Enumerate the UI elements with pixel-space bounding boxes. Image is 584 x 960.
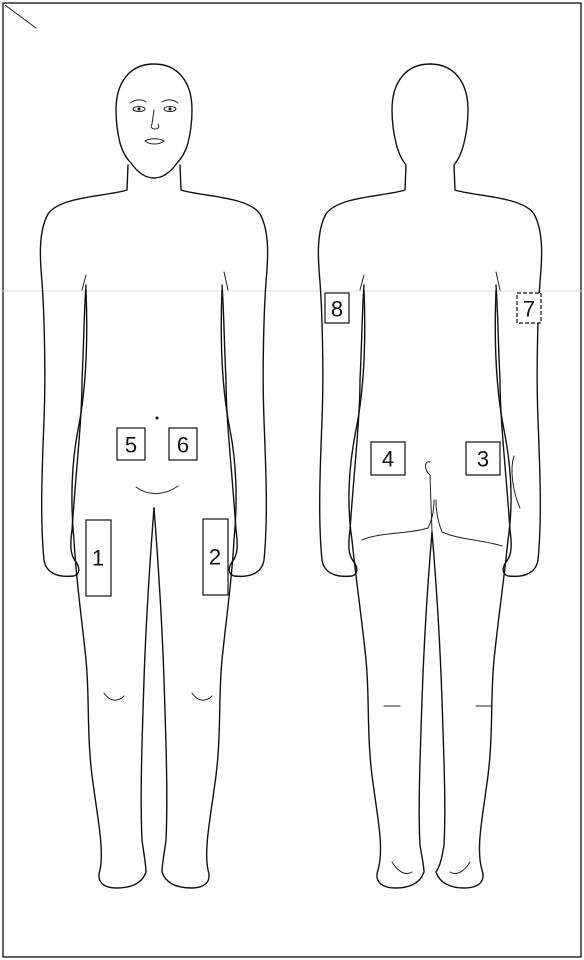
site-6-label: 6 — [177, 433, 189, 458]
right-brow — [162, 100, 178, 103]
site-4: 4 — [371, 442, 405, 475]
site-8-label: 8 — [331, 297, 343, 322]
front-left-leg-inner — [141, 508, 154, 872]
front-right-armpit — [224, 272, 228, 290]
left-heel — [392, 862, 412, 874]
front-left-arm — [40, 165, 128, 576]
corner-mark — [5, 5, 36, 28]
site-7-label: 7 — [523, 297, 535, 322]
site-3: 3 — [466, 442, 500, 475]
nose — [151, 110, 159, 129]
front-view-figure — [40, 64, 267, 888]
back-flank-line — [512, 456, 520, 508]
front-left-knee — [104, 693, 124, 700]
site-6: 6 — [169, 428, 197, 460]
navel — [156, 417, 159, 420]
site-5: 5 — [117, 428, 145, 460]
right-heel — [450, 862, 470, 874]
back-left-leg-inner — [419, 532, 432, 872]
front-head — [116, 64, 192, 178]
right-gluteal-fold — [436, 500, 502, 546]
back-right-leg-inner — [432, 532, 445, 872]
front-right-leg-inner — [154, 508, 167, 872]
left-pupil — [138, 108, 141, 111]
front-right-knee — [192, 693, 212, 700]
site-4-label: 4 — [382, 447, 394, 472]
site-2-label: 2 — [209, 545, 221, 570]
site-7: 7 — [517, 293, 541, 323]
left-brow — [130, 100, 146, 103]
site-2: 2 — [203, 519, 228, 595]
left-gluteal-fold — [362, 500, 434, 540]
mouth — [145, 139, 164, 144]
site-5-label: 5 — [125, 433, 137, 458]
site-1-label: 1 — [92, 546, 104, 571]
groin-curve — [136, 486, 178, 494]
site-1: 1 — [86, 520, 111, 596]
site-3-label: 3 — [477, 447, 489, 472]
right-pupil — [169, 108, 172, 111]
site-8: 8 — [325, 293, 349, 323]
page-border — [3, 3, 581, 957]
back-view-figure — [318, 64, 541, 888]
front-right-arm — [180, 165, 268, 576]
